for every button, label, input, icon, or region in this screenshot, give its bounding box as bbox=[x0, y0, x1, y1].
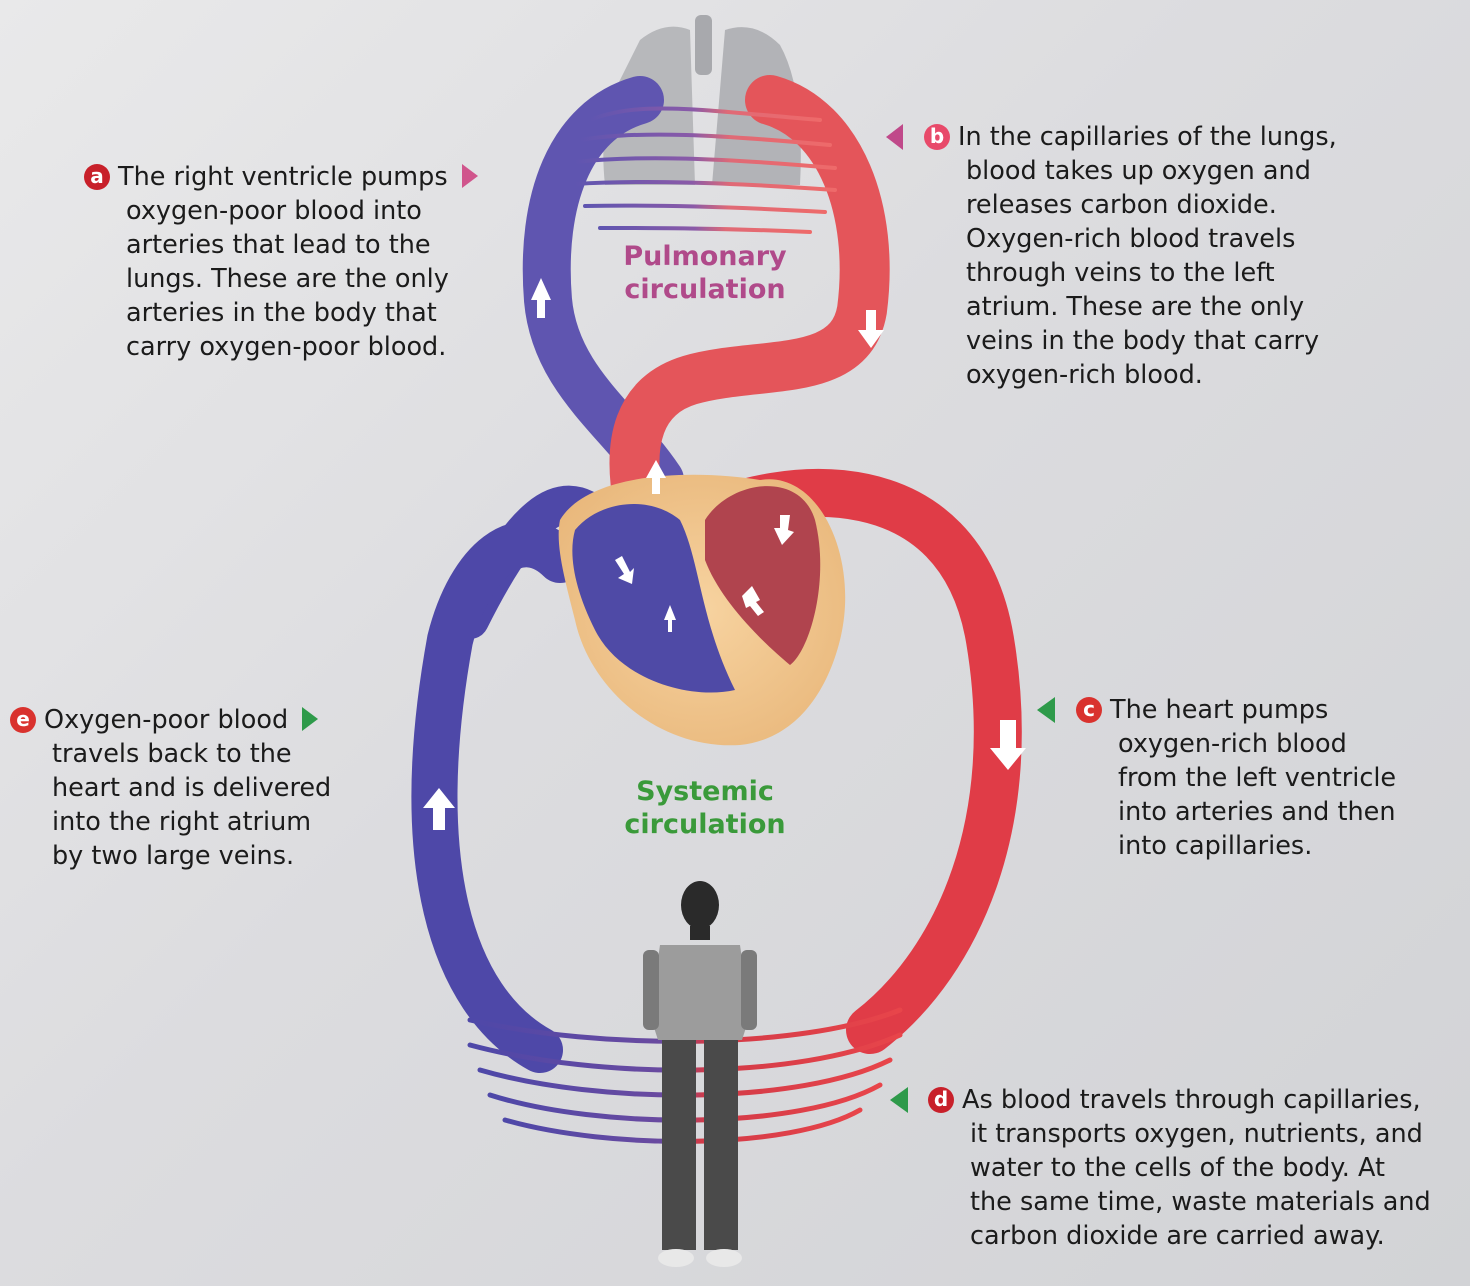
callout-a-line: arteries in the body that bbox=[84, 296, 478, 330]
pulmonary-label-line: Pulmonary bbox=[605, 240, 805, 273]
callout-b-line: releases carbon dioxide. bbox=[924, 188, 1337, 222]
pointer-triangle-icon bbox=[1037, 697, 1055, 723]
pointer-triangle-icon bbox=[890, 1087, 908, 1113]
callout-e-line: by two large veins. bbox=[10, 839, 331, 873]
callout-d-line: it transports oxygen, nutrients, and bbox=[928, 1117, 1431, 1151]
badge-d: d bbox=[928, 1087, 954, 1113]
pulmonary-label-line: circulation bbox=[605, 273, 805, 306]
callout-c-line: into capillaries. bbox=[1076, 829, 1396, 863]
callout-e-line: into the right atrium bbox=[10, 805, 331, 839]
callout-d-line: carbon dioxide are carried away. bbox=[928, 1219, 1431, 1253]
heart-icon bbox=[559, 475, 846, 746]
callout-d-line: water to the cells of the body. At bbox=[928, 1151, 1431, 1185]
callout-c-line: The heart pumps bbox=[1110, 695, 1328, 725]
callout-a-line: arteries that lead to the bbox=[84, 228, 478, 262]
badge-c: c bbox=[1076, 697, 1102, 723]
pointer-triangle-icon bbox=[302, 707, 318, 731]
callout-d: d As blood travels through capillaries, i… bbox=[928, 1083, 1431, 1253]
callout-c-line: into arteries and then bbox=[1076, 795, 1396, 829]
systemic-label: Systemic circulation bbox=[605, 775, 805, 841]
callout-d-line: the same time, waste materials and bbox=[928, 1185, 1431, 1219]
pointer-triangle-icon bbox=[886, 124, 903, 150]
callout-e-line: heart and is delivered bbox=[10, 771, 331, 805]
callout-a-line: carry oxygen-poor blood. bbox=[84, 330, 478, 364]
callout-a-line: The right ventricle pumps bbox=[118, 162, 448, 192]
pulmonary-label: Pulmonary circulation bbox=[605, 240, 805, 306]
callout-b: b In the capillaries of the lungs, blood … bbox=[924, 120, 1337, 392]
callout-b-line: veins in the body that carry bbox=[924, 324, 1337, 358]
callout-c-line: from the left ventricle bbox=[1076, 761, 1396, 795]
badge-e: e bbox=[10, 707, 36, 733]
callout-d-line: As blood travels through capillaries, bbox=[962, 1085, 1421, 1115]
badge-a: a bbox=[84, 164, 110, 190]
systemic-label-line: Systemic bbox=[605, 775, 805, 808]
callout-e-line: travels back to the bbox=[10, 737, 331, 771]
callout-b-line: atrium. These are the only bbox=[924, 290, 1337, 324]
person-figure bbox=[643, 881, 757, 1267]
callout-c: c The heart pumps oxygen-rich blood from … bbox=[1076, 693, 1396, 863]
callout-b-line: blood takes up oxygen and bbox=[924, 154, 1337, 188]
callout-c-line: oxygen-rich blood bbox=[1076, 727, 1396, 761]
callout-a: a The right ventricle pumps oxygen-poor b… bbox=[84, 160, 478, 364]
callout-a-line: lungs. These are the only bbox=[84, 262, 478, 296]
callout-b-line: In the capillaries of the lungs, bbox=[958, 122, 1337, 152]
callout-b-line: through veins to the left bbox=[924, 256, 1337, 290]
callout-b-line: Oxygen-rich blood travels bbox=[924, 222, 1337, 256]
systemic-label-line: circulation bbox=[605, 808, 805, 841]
callout-e: e Oxygen-poor blood travels back to the h… bbox=[10, 703, 331, 873]
badge-b: b bbox=[924, 124, 950, 150]
pointer-triangle-icon bbox=[462, 164, 478, 188]
callout-e-line: Oxygen-poor blood bbox=[44, 705, 288, 735]
callout-a-line: oxygen-poor blood into bbox=[84, 194, 478, 228]
callout-b-line: oxygen-rich blood. bbox=[924, 358, 1337, 392]
